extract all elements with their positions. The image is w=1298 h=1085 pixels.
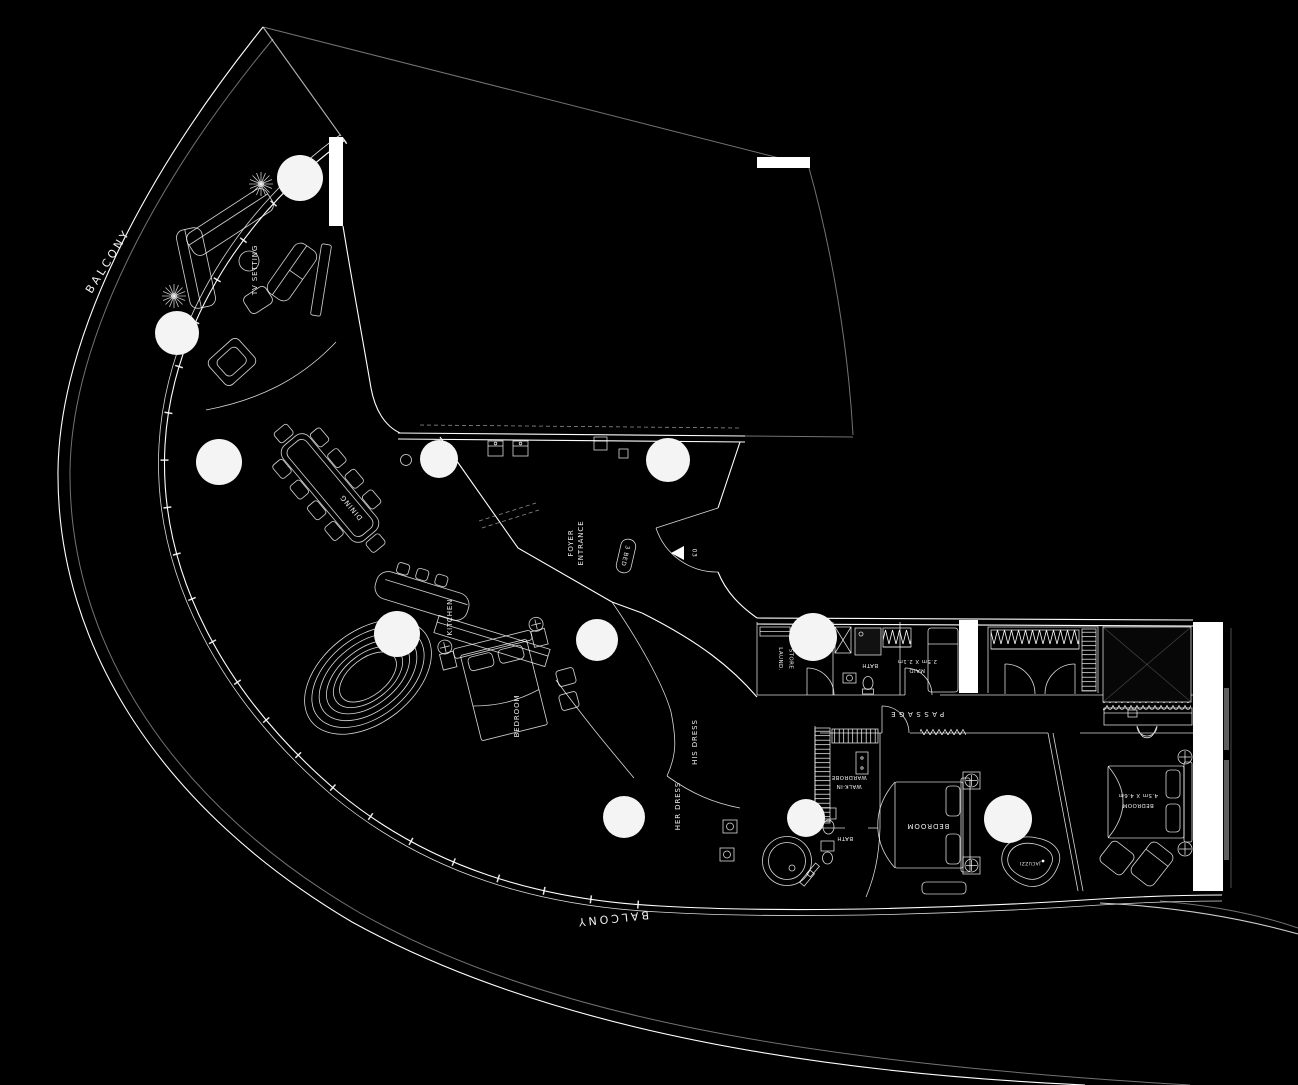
small-bath: [834, 626, 882, 695]
unit-type-plaque: 3 BED: [615, 538, 637, 574]
column: [576, 619, 618, 661]
column: [196, 439, 242, 485]
master-bench: [555, 667, 580, 711]
walkin-wardrobe: [814, 705, 910, 829]
column: [984, 795, 1032, 843]
unit-shell: [158, 134, 1223, 916]
room-label-laundry-line1: LAUND.: [777, 647, 783, 670]
armchair: [207, 338, 257, 386]
column: [603, 796, 645, 838]
room-label-bedroom2: BEDROOM: [907, 822, 950, 830]
master-bed: [437, 616, 549, 741]
plant-icon: [249, 172, 273, 196]
column: [277, 155, 323, 201]
column: [155, 311, 199, 355]
room-label-maid: MAID: [909, 667, 925, 673]
room-label-jacuzzi: JACUZZI: [1020, 860, 1042, 866]
room-label-passage: PASSAGE: [888, 710, 945, 718]
bedroom2-furniture: [877, 727, 981, 895]
wing-closet: [987, 626, 1099, 695]
column: [374, 611, 420, 657]
room-label-balcony-top: BALCONY: [83, 227, 133, 296]
column: [646, 438, 690, 482]
kitchen-island: [374, 562, 470, 621]
foyer-walls: 3 BED 03: [400, 436, 758, 698]
room-label-maid-dims: 2.5m X 2.1m: [897, 658, 937, 664]
bedroom3-furniture: [1099, 749, 1193, 887]
unit-number: 03: [691, 549, 698, 558]
column: [789, 613, 837, 661]
room-label-balcony-bottom: BALCONY: [575, 908, 649, 929]
structural-columns: [155, 155, 1032, 843]
dining-table: [272, 423, 386, 553]
room-label-kitchen: KITCHEN: [446, 599, 454, 636]
foyer-fixtures: [400, 436, 629, 466]
unit-type-label: 3 BED: [619, 545, 631, 567]
room-label-laundry-line2: STORE: [788, 649, 794, 670]
room-label-wardrobe-line2: WARDROBE: [831, 774, 867, 780]
living-furniture: [176, 188, 332, 386]
room-label-tv-setting: TV SETTING: [251, 245, 259, 296]
room-label-foyer-line1: FOYER: [567, 529, 575, 556]
desk: [1103, 707, 1193, 739]
room-label-wardrobe-line1: WALK-IN: [836, 783, 862, 789]
room-label-small-bath: BATH: [862, 662, 878, 668]
outer-boundary: [57, 26, 1298, 1085]
room-label-dining: DINING: [338, 493, 364, 522]
room-label-foyer-line2: ENTRANCE: [577, 520, 585, 565]
master-suite-walls: [555, 601, 741, 809]
room-label-her-dress: HER DRESS: [674, 782, 682, 830]
maid-room: [882, 627, 959, 696]
room-label-his-dress: HIS DRESS: [691, 719, 699, 765]
oval-feature: [304, 619, 432, 735]
dark-room: [1102, 626, 1192, 710]
column: [787, 799, 825, 837]
room-label-bedroom3: BEDROOM: [1122, 802, 1154, 808]
tv-console: [310, 243, 332, 317]
column: [420, 440, 458, 478]
room-label-master-bedroom: BEDROOM: [513, 695, 521, 738]
solid-walls: [329, 137, 1232, 891]
plant-icon: [162, 284, 186, 308]
room-label-master-bath: BATH: [837, 835, 853, 841]
room-label-bedroom3-dims: 4.5m X 4.6m: [1118, 792, 1158, 798]
unit-direction-icon: [671, 546, 684, 560]
